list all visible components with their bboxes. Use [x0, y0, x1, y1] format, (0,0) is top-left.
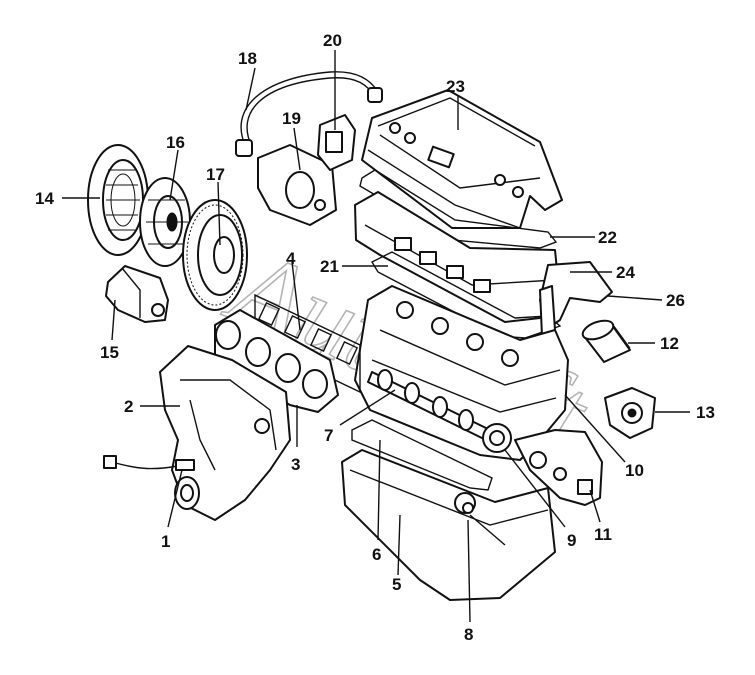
callout-12: 12	[660, 334, 679, 353]
part-exhaust-manifold	[159, 345, 291, 521]
callout-6: 6	[372, 545, 381, 564]
part-cylinder-head	[354, 191, 561, 323]
part-oil-filter	[581, 319, 631, 363]
callout-21: 21	[320, 257, 339, 276]
callout-9: 9	[567, 531, 576, 550]
part-oxygen-sensor	[103, 455, 195, 471]
part-oil-pump-cover	[514, 429, 603, 506]
callout-labels: 1 2 3 4 5 6 7 8 9 10 11 12 13 14 15 16 1…	[35, 31, 715, 644]
callout-26: 26	[666, 291, 685, 310]
callout-19: 19	[282, 109, 301, 128]
callout-14: 14	[35, 189, 54, 208]
callout-13: 13	[696, 403, 715, 422]
leader-lines	[62, 50, 690, 623]
callout-7: 7	[324, 426, 333, 445]
callout-4: 4	[286, 249, 296, 268]
callout-23: 23	[446, 77, 465, 96]
part-flywheel	[182, 199, 248, 311]
callout-17: 17	[206, 165, 225, 184]
callout-1: 1	[161, 532, 170, 551]
part-starter-motor	[105, 265, 169, 323]
callout-2: 2	[124, 397, 133, 416]
callout-5: 5	[392, 575, 401, 594]
part-head-gasket	[371, 251, 562, 339]
part-breather-hose	[235, 71, 383, 157]
callout-18: 18	[238, 49, 257, 68]
callout-16: 16	[166, 133, 185, 152]
callout-24: 24	[616, 263, 635, 282]
part-water-pump	[604, 387, 656, 439]
part-drain-plug	[462, 502, 474, 514]
part-timing-cover-back	[539, 285, 556, 337]
part-clutch-cover	[87, 144, 149, 256]
part-cam-sprocket	[482, 423, 512, 453]
callout-8: 8	[464, 625, 473, 644]
part-oil-pan-gasket	[351, 419, 493, 491]
callout-3: 3	[291, 455, 300, 474]
callout-22: 22	[598, 228, 617, 247]
callout-11: 11	[594, 525, 612, 544]
part-clutch-disc	[139, 177, 191, 267]
callout-15: 15	[100, 343, 119, 362]
callout-20: 20	[323, 31, 342, 50]
callout-10: 10	[625, 461, 644, 480]
part-cylinder-block	[354, 285, 569, 461]
part-idle-control-valve	[317, 114, 356, 171]
